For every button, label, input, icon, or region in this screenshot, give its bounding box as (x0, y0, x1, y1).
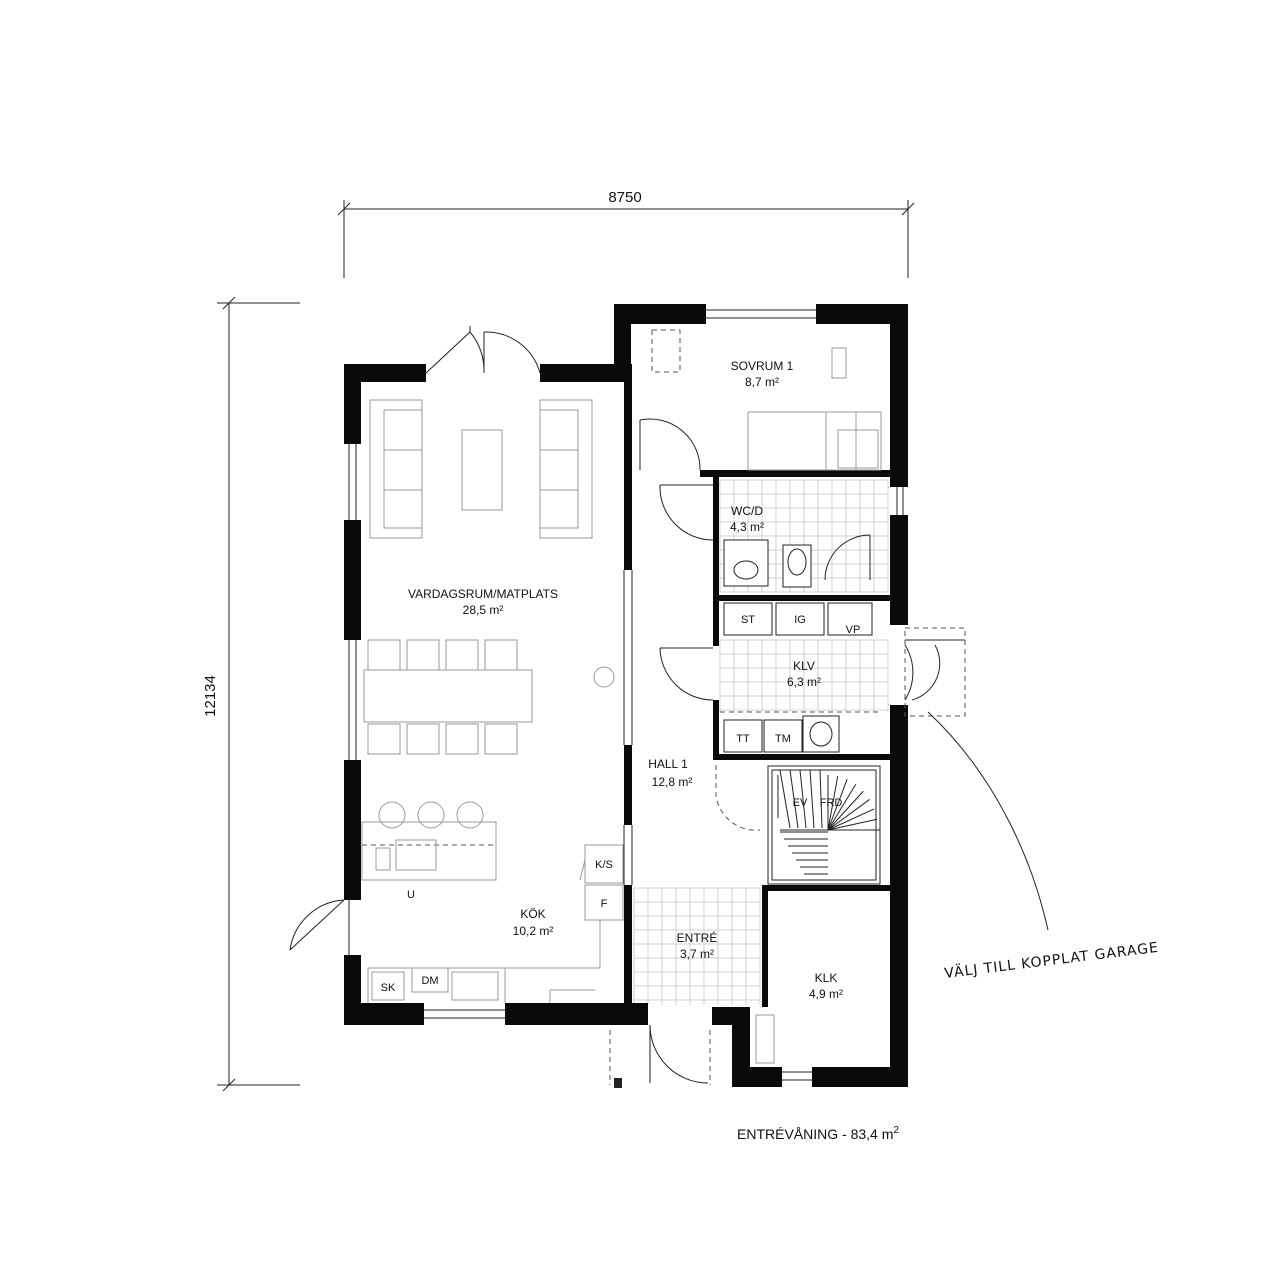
room-kok-area: 10,2 m² (513, 924, 554, 938)
fixture-tt: TT (736, 733, 750, 745)
fixture-labels: ST IG VP TT TM EV FRD K/S F U SK DM (381, 614, 861, 994)
klk-fixtures (755, 1014, 775, 1064)
kitchen-counters (367, 844, 624, 1003)
doors (289, 326, 965, 1084)
room-sovrum-area: 8,7 m² (745, 375, 779, 389)
fixture-frd: FRD (820, 797, 843, 809)
fixture-ig: IG (794, 614, 806, 626)
fixture-st: ST (741, 614, 755, 626)
wall-openings (623, 570, 633, 885)
room-kok-name: KÖK (520, 907, 545, 921)
floor-caption-text: ENTRÉVÅNING - 83,4 m (737, 1126, 893, 1142)
fixture-dm: DM (421, 975, 438, 987)
bedroom-furniture (747, 347, 882, 471)
room-entre-name: ENTRÉ (677, 930, 718, 945)
room-vardagsrum-area: 28,5 m² (463, 603, 504, 617)
tile-patterns (633, 479, 889, 1005)
width-dimension: 8750 (337, 189, 915, 278)
room-klv-area: 6,3 m² (787, 675, 821, 689)
laundry-fixtures (720, 602, 880, 753)
room-klk-name: KLK (815, 971, 838, 985)
exterior-walls (344, 304, 908, 1087)
room-sovrum-name: SOVRUM 1 (731, 359, 794, 373)
room-entre-area: 3,7 m² (680, 947, 714, 961)
floor-caption-superscript: 2 (893, 1125, 899, 1136)
room-klk-area: 4,9 m² (809, 987, 843, 1001)
height-dimension: 12134 (202, 296, 300, 1092)
door-dashed-swings (609, 329, 966, 1085)
room-hall-area: 12,8 m² (652, 775, 693, 789)
room-klv-name: KLV (793, 659, 815, 673)
height-dimension-label: 12134 (202, 675, 219, 717)
fixture-sk: SK (381, 982, 396, 994)
fixture-u: U (407, 889, 415, 901)
room-hall-name: HALL 1 (648, 757, 688, 771)
staircase (767, 765, 881, 885)
living-furniture (361, 399, 615, 881)
fixture-vp: VP (846, 624, 861, 636)
room-wc-area: 4,3 m² (730, 520, 764, 534)
room-wc-name: WC/D (731, 504, 763, 518)
garage-annotation: VÄLJ TILL KOPPLAT GARAGE (943, 938, 1160, 982)
floor-caption: ENTRÉVÅNING - 83,4 m2 (737, 1125, 899, 1142)
width-dimension-label: 8750 (608, 189, 641, 206)
wc-fixtures (723, 539, 812, 588)
fixture-ks: K/S (595, 859, 613, 871)
fixture-f: F (601, 898, 608, 910)
front-door-marker (614, 1078, 622, 1088)
room-labels: SOVRUM 1 8,7 m² WC/D 4,3 m² VARDAGSRUM/M… (408, 359, 843, 1001)
fixture-tm: TM (775, 733, 791, 745)
interior-walls (624, 382, 890, 1025)
fixture-ev: EV (793, 797, 808, 809)
room-vardagsrum-name: VARDAGSRUM/MATPLATS (408, 587, 558, 601)
garage-pointer-line (927, 711, 1049, 931)
windows (348, 309, 904, 1081)
